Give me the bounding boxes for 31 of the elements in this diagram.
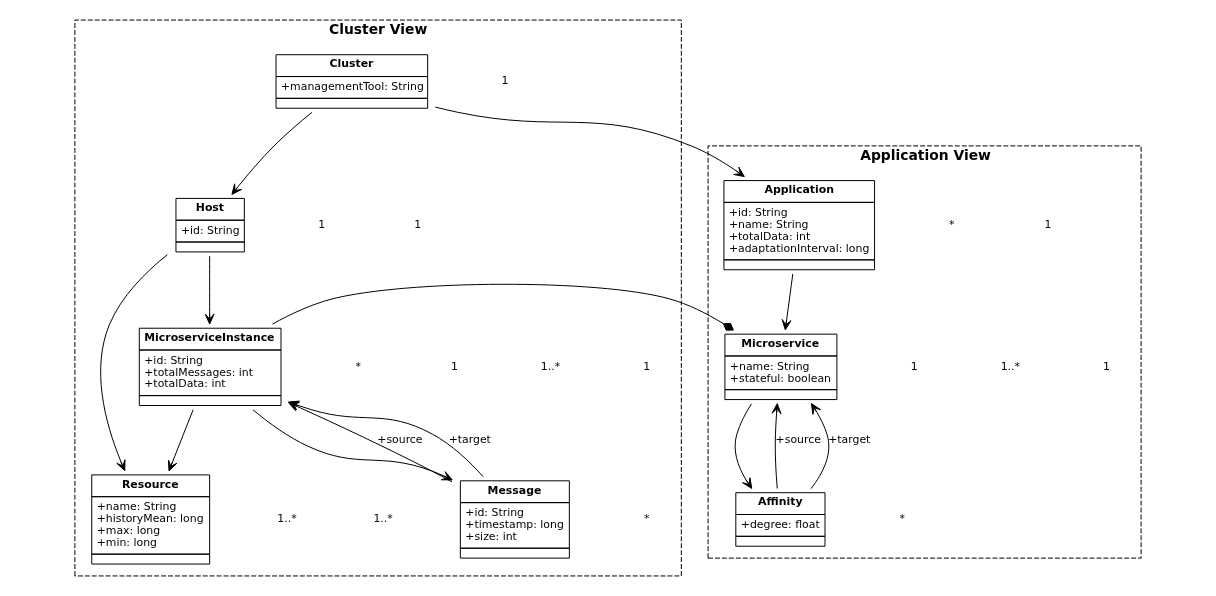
label: * [949, 217, 955, 231]
label: 1..* [277, 512, 297, 526]
edge-label: +source [377, 432, 423, 446]
edge-label: +target [828, 432, 871, 446]
label: 1 [643, 359, 651, 373]
arrow [734, 403, 753, 489]
arrow [231, 111, 313, 195]
label: 1 [318, 217, 326, 231]
label: 1 [910, 359, 918, 373]
arrow [434, 106, 745, 178]
label: 1 [1102, 359, 1110, 373]
label: 1 [414, 217, 422, 231]
label: * [899, 512, 906, 526]
label: 1..* [1000, 359, 1020, 373]
arrow [252, 409, 453, 481]
label: * [355, 359, 362, 373]
edge-label: +source [775, 432, 821, 446]
arrow [810, 403, 830, 490]
connector [272, 283, 734, 331]
label: 1 [1044, 217, 1052, 231]
arrow [100, 254, 168, 472]
label: * [643, 512, 650, 526]
arrow [771, 403, 782, 489]
label: 1..* [540, 359, 561, 373]
label: 1..* [373, 512, 393, 526]
arrow [204, 255, 215, 325]
arrow [167, 409, 194, 472]
label: 1 [501, 74, 509, 88]
label: 1 [450, 359, 458, 373]
arrow [781, 273, 794, 331]
edge-label: +target [448, 432, 491, 446]
